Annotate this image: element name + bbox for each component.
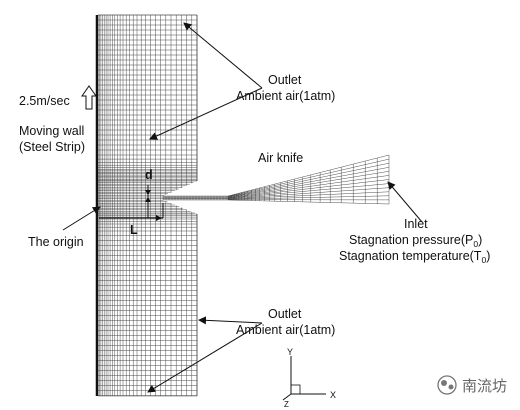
stagnation-pressure-label: Stagnation pressure(P0) (349, 233, 482, 249)
watermark-icon-inner-2 (448, 384, 454, 390)
dim-d-label: d (145, 168, 153, 182)
air-knife-mesh (227, 154, 390, 205)
mesh-knife-lines (227, 154, 390, 205)
watermark-icon-inner (441, 380, 447, 386)
upper-domain-mesh (97, 14, 198, 181)
speed-label: 2.5m/sec (19, 94, 70, 108)
outlet-top-arrow-1 (183, 22, 263, 89)
origin-arrow (62, 206, 101, 231)
outlet-bottom-label: Outlet (268, 307, 302, 321)
ambient-top-label: Ambient air(1atm) (236, 89, 335, 103)
outlet-top-arrow-2 (149, 87, 263, 140)
axis-origin-box (290, 384, 301, 395)
inlet-label: Inlet (404, 217, 428, 231)
axis-x-label: X (330, 390, 336, 400)
stagnation-temperature-label: Stagnation temperature(T0) (339, 249, 490, 265)
moving-wall-label: Moving wall (19, 124, 84, 138)
dim-L-label: L (130, 223, 138, 237)
mesh-gap-lines (162, 195, 228, 201)
watermark-text: 南流坊 (462, 377, 507, 395)
watermark-icon (437, 375, 457, 395)
outlet-bottom-arrow-1 (198, 316, 263, 325)
axis-z-line (282, 393, 292, 401)
air-knife-label: Air knife (258, 151, 303, 165)
axis-z-label: Z (284, 400, 289, 409)
ambient-bottom-label: Ambient air(1atm) (236, 323, 335, 337)
velocity-arrow-icon (81, 85, 97, 110)
nozzle-gap-mesh (97, 180, 228, 214)
origin-label: The origin (28, 235, 84, 249)
dim-d-arrowhead-bot (145, 197, 151, 202)
outlet-top-label: Outlet (268, 73, 302, 87)
mesh-top-lines (97, 14, 198, 181)
lower-domain-mesh (97, 213, 198, 397)
mesh-gap-lines (97, 180, 228, 214)
dim-d-arrowhead-top (145, 190, 151, 195)
watermark: 南流坊 (437, 375, 507, 395)
outlet-bottom-arrow-2 (147, 322, 263, 393)
dim-L-arrowhead (156, 215, 162, 221)
inlet-arrow (387, 181, 423, 223)
axis-y-label: Y (287, 347, 293, 357)
steel-strip-label: (Steel Strip) (19, 140, 85, 154)
mesh-bottom-lines (97, 213, 198, 397)
